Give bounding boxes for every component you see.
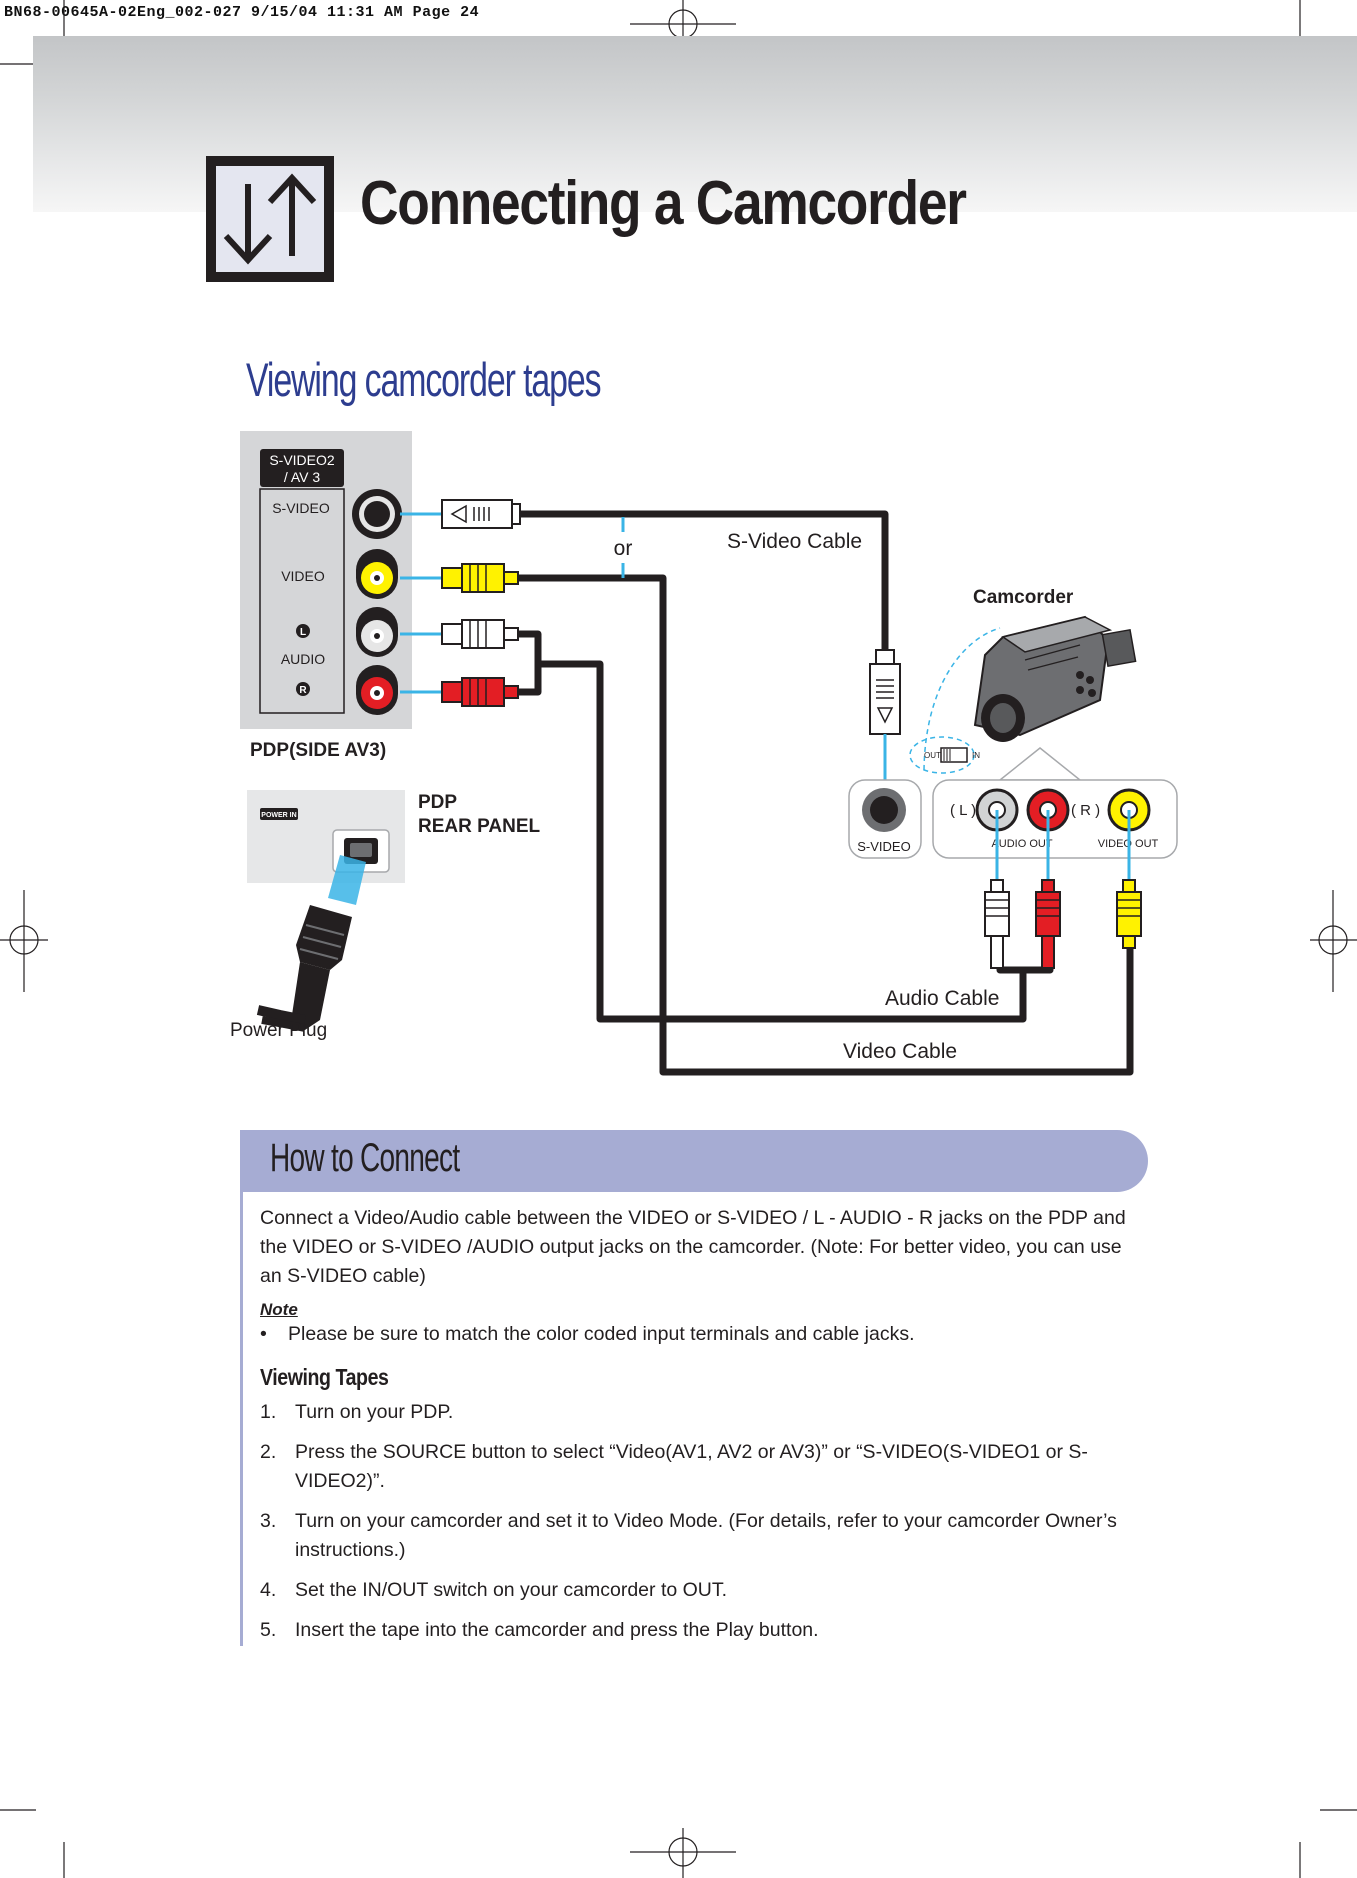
side-l-mark: L — [300, 627, 306, 638]
print-slug: BN68-00645A-02Eng_002-027 9/15/04 11:31 … — [4, 4, 480, 21]
viewing-tapes-heading: Viewing Tapes — [260, 1364, 389, 1390]
step-text: Press the SOURCE button to select “Video… — [295, 1441, 1088, 1492]
step-number: 2. — [260, 1441, 277, 1463]
step-text: Set the IN/OUT switch on your camcorder … — [295, 1579, 728, 1601]
section-title: Viewing camcorder tapes — [246, 353, 602, 406]
power-in-label: POWER IN — [261, 812, 296, 819]
side-audio-r-jack — [356, 665, 398, 715]
badge-line2: / AV 3 — [284, 469, 321, 485]
audio-l-plug-left — [441, 619, 519, 649]
svideo-cable — [520, 510, 889, 650]
audio-r-plug-left — [441, 677, 519, 707]
svideo-cable-label: S-Video Cable — [727, 530, 862, 553]
step-item: 2. Press the SOURCE button to select “Vid… — [260, 1438, 1140, 1496]
audio-out-label: AUDIO OUT — [991, 838, 1052, 850]
side-audio-label: AUDIO — [281, 651, 325, 667]
jack-l-label: ( L ) — [950, 802, 976, 819]
video-plug-right — [1116, 879, 1142, 949]
side-video-label: VIDEO — [281, 568, 325, 584]
audio-r-plug-right — [1035, 879, 1061, 969]
switch-out-label: OUT — [924, 751, 941, 760]
step-number: 4. — [260, 1579, 277, 1601]
note-label: Note — [260, 1300, 298, 1319]
video-cable — [518, 574, 1134, 1076]
note-bullet: • — [260, 1323, 267, 1345]
power-plug-label: Power Plug — [230, 1020, 327, 1041]
side-video-jack — [356, 549, 398, 599]
side-audio-l-jack — [356, 607, 398, 657]
camcorder-svideo-label: S-VIDEO — [857, 839, 910, 854]
badge-line1: S-VIDEO2 — [269, 452, 335, 468]
how-to-intro: Connect a Video/Audio cable between the … — [260, 1207, 1126, 1287]
how-to-side-rule — [240, 1192, 243, 1646]
how-to-header-bar — [240, 1130, 1148, 1192]
audio-cable — [534, 660, 1027, 1023]
audio-l-plug-right — [984, 879, 1010, 969]
rear-panel-caption-1: PDP — [418, 792, 457, 813]
page-title: Connecting a Camcorder — [360, 169, 967, 238]
rear-panel-caption-2: REAR PANEL — [418, 816, 540, 837]
step-item: 3. Turn on your camcorder and set it to V… — [260, 1507, 1140, 1565]
side-panel-badge — [260, 449, 344, 487]
side-svideo-label: S-VIDEO — [272, 500, 330, 516]
svideo-plug-left — [441, 499, 521, 529]
video-plug-left — [441, 563, 519, 593]
step-text: Turn on your PDP. — [295, 1401, 454, 1423]
camcorder-label: Camcorder — [973, 587, 1074, 608]
step-number: 1. — [260, 1401, 277, 1423]
connection-arrows-icon — [206, 156, 334, 282]
video-cable-label: Video Cable — [843, 1040, 957, 1063]
viewing-steps: 1. Turn on your PDP. 2. Press the SOURCE b… — [260, 1398, 1140, 1656]
note-item: • Please be sure to match the color code… — [260, 1320, 1130, 1349]
how-to-title: How to Connect — [270, 1136, 460, 1180]
step-item: 5. Insert the tape into the camcorder and… — [260, 1616, 1140, 1645]
jack-r-label: ( R ) — [1071, 802, 1100, 819]
camcorder-illustration — [973, 615, 1137, 742]
step-item: 4. Set the IN/OUT switch on your camcorde… — [260, 1576, 1140, 1605]
side-svideo-jack — [352, 489, 402, 539]
step-number: 3. — [260, 1510, 277, 1532]
connection-diagram: S-VIDEO2 / AV 3 S-VIDEO VIDEO L AUDIO R — [230, 431, 1178, 1076]
switch-in-label: IN — [972, 751, 980, 760]
side-r-mark: R — [299, 685, 307, 696]
audio-cable-label: Audio Cable — [885, 987, 999, 1010]
step-text: Insert the tape into the camcorder and p… — [295, 1619, 819, 1641]
side-panel-caption: PDP(SIDE AV3) — [250, 740, 386, 761]
note-text: Please be sure to match the color coded … — [288, 1323, 915, 1345]
step-number: 5. — [260, 1619, 277, 1641]
step-text: Turn on your camcorder and set it to Vid… — [295, 1510, 1117, 1561]
power-plug-illustration — [256, 855, 366, 1032]
or-label: or — [614, 537, 633, 560]
step-item: 1. Turn on your PDP. — [260, 1398, 1140, 1427]
svideo-plug-right — [869, 649, 901, 735]
